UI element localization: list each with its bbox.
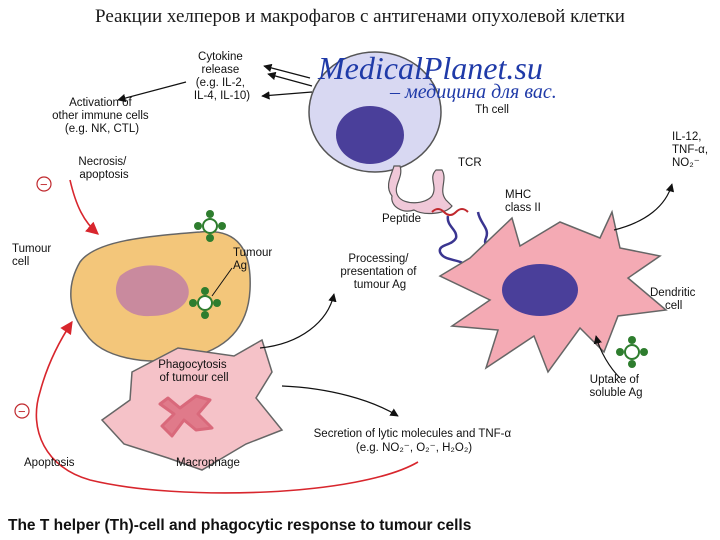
inhibition-minus-2: − bbox=[18, 404, 26, 419]
label-secretion: Secretion of lytic molecules and TNF-α (… bbox=[314, 428, 515, 454]
label-peptide: Peptide bbox=[382, 213, 421, 225]
dendritic-cell-nucleus bbox=[502, 264, 578, 316]
arrow-macrophage-to-processing bbox=[259, 293, 337, 349]
label-activation: Activation of other immune cells (e.g. N… bbox=[52, 97, 152, 135]
watermark-brand: MedicalPlanet.su bbox=[317, 50, 543, 86]
label-dendritic-cell: Dendritic cell bbox=[650, 287, 699, 312]
arrow-necrosis-to-tumour bbox=[69, 179, 99, 235]
arrow-soluble-to-dendritic bbox=[593, 335, 621, 379]
figure-caption: The T helper (Th)-cell and phagocytic re… bbox=[8, 517, 471, 534]
arrow-dendritic-to-il12 bbox=[613, 183, 675, 231]
arrow-th-to-cytokine-1 bbox=[267, 71, 313, 87]
th-cell-nucleus bbox=[336, 106, 404, 164]
arrow-cytokine-to-activation bbox=[117, 81, 187, 103]
arrow-th-to-cytokine-2 bbox=[263, 63, 311, 79]
inhibition-minus-1: − bbox=[40, 177, 48, 192]
watermark-tagline: – медицина для вас. bbox=[389, 81, 557, 103]
arrow-apoptosis-loop bbox=[35, 320, 419, 494]
tumour-cell-nucleus bbox=[115, 265, 189, 317]
arrow-th-to-cytokine-3 bbox=[261, 91, 313, 100]
label-uptake: Uptake of soluble Ag bbox=[589, 374, 642, 399]
label-processing: Processing/ presentation of tumour Ag bbox=[340, 253, 419, 291]
label-th-cell: Th cell bbox=[475, 104, 509, 116]
label-mhc-class-ii: MHC class II bbox=[505, 189, 541, 214]
label-tcr: TCR bbox=[458, 157, 482, 169]
page-title: Реакции хелперов и макрофагов с антигена… bbox=[95, 6, 625, 27]
pointer-tumour-ag bbox=[211, 267, 233, 297]
peptide-chain bbox=[431, 208, 469, 216]
tcr-receptor bbox=[387, 165, 453, 215]
inhibition-badge-1 bbox=[36, 176, 52, 192]
label-macrophage: Macrophage bbox=[176, 457, 240, 469]
label-necrosis-apoptosis: Necrosis/ apoptosis bbox=[78, 156, 129, 181]
label-tumour-cell: Tumour cell bbox=[12, 243, 54, 268]
arrow-macrophage-to-secretion bbox=[281, 385, 399, 417]
label-tumour-ag: Tumour Ag bbox=[233, 247, 275, 272]
macrophage-nucleus bbox=[158, 394, 214, 438]
inhibition-badge-2 bbox=[14, 403, 30, 419]
label-phagocytosis: Phagocytosis of tumour cell bbox=[158, 359, 230, 384]
label-apoptosis: Apoptosis bbox=[24, 457, 75, 469]
soluble-antigen bbox=[616, 336, 648, 368]
tumour-antigen-surface bbox=[189, 287, 221, 319]
tumour-antigen-free bbox=[194, 210, 226, 242]
label-il12-tnf-no2: IL-12, TNF-α, NO₂⁻ bbox=[672, 131, 711, 169]
label-cytokine-release: Cytokine release (e.g. IL-2, IL-4, IL-10… bbox=[194, 51, 250, 102]
